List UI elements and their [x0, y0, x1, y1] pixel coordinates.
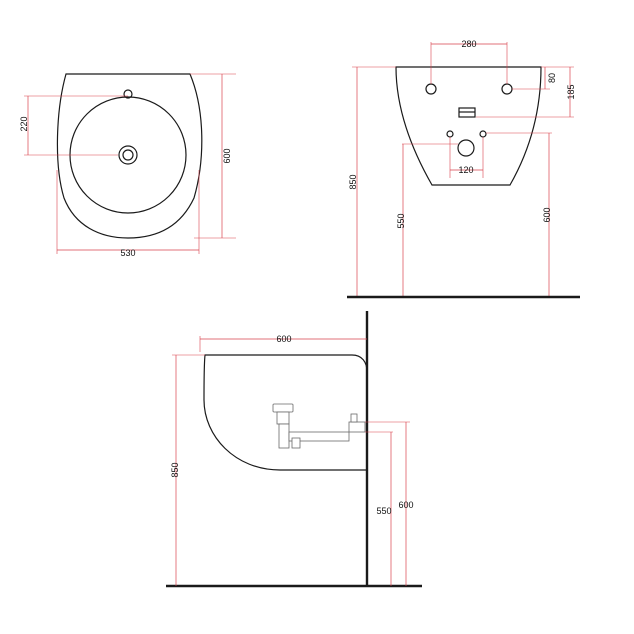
dim-basin-depth: 600: [222, 148, 232, 163]
waste-trap: [272, 403, 366, 449]
basin-top-outline: [56, 73, 203, 239]
dim-projection: 600: [276, 334, 291, 344]
dim-height-600-side: 600: [398, 500, 413, 510]
dim-basin-width: 530: [120, 248, 135, 258]
dim-left-height-front: 550: [396, 213, 406, 228]
dim-tap-spacing: 280: [461, 39, 476, 49]
dim-top-offset: 80: [547, 73, 557, 83]
tap-hole-left: [425, 83, 437, 95]
dim-height-550-side: 550: [376, 506, 391, 516]
dim-right-height-front: 600: [542, 207, 552, 222]
basin-front-outline: [395, 66, 542, 186]
waste-hole: [457, 139, 475, 157]
side-view: 600 850 550 600: [166, 311, 422, 588]
dim-overall-height-side: 850: [170, 462, 180, 477]
drain-inner: [122, 149, 134, 161]
basin-side-outline: [203, 354, 368, 471]
dim-bracket-height: 185: [566, 84, 576, 99]
front-view: 280 80 185 850 120 550 600: [347, 39, 580, 299]
dim-waste-spacing: 120: [458, 165, 473, 175]
tap-hole: [123, 89, 133, 99]
fixing-hole-right: [479, 130, 487, 138]
tap-hole-right: [501, 83, 513, 95]
drain-outer: [118, 145, 138, 165]
dim-tap-hole-offset: 220: [19, 116, 29, 131]
top-view: 220 600 530: [19, 73, 236, 258]
fixing-hole-left: [446, 130, 454, 138]
dim-overall-height-front: 850: [348, 174, 358, 189]
